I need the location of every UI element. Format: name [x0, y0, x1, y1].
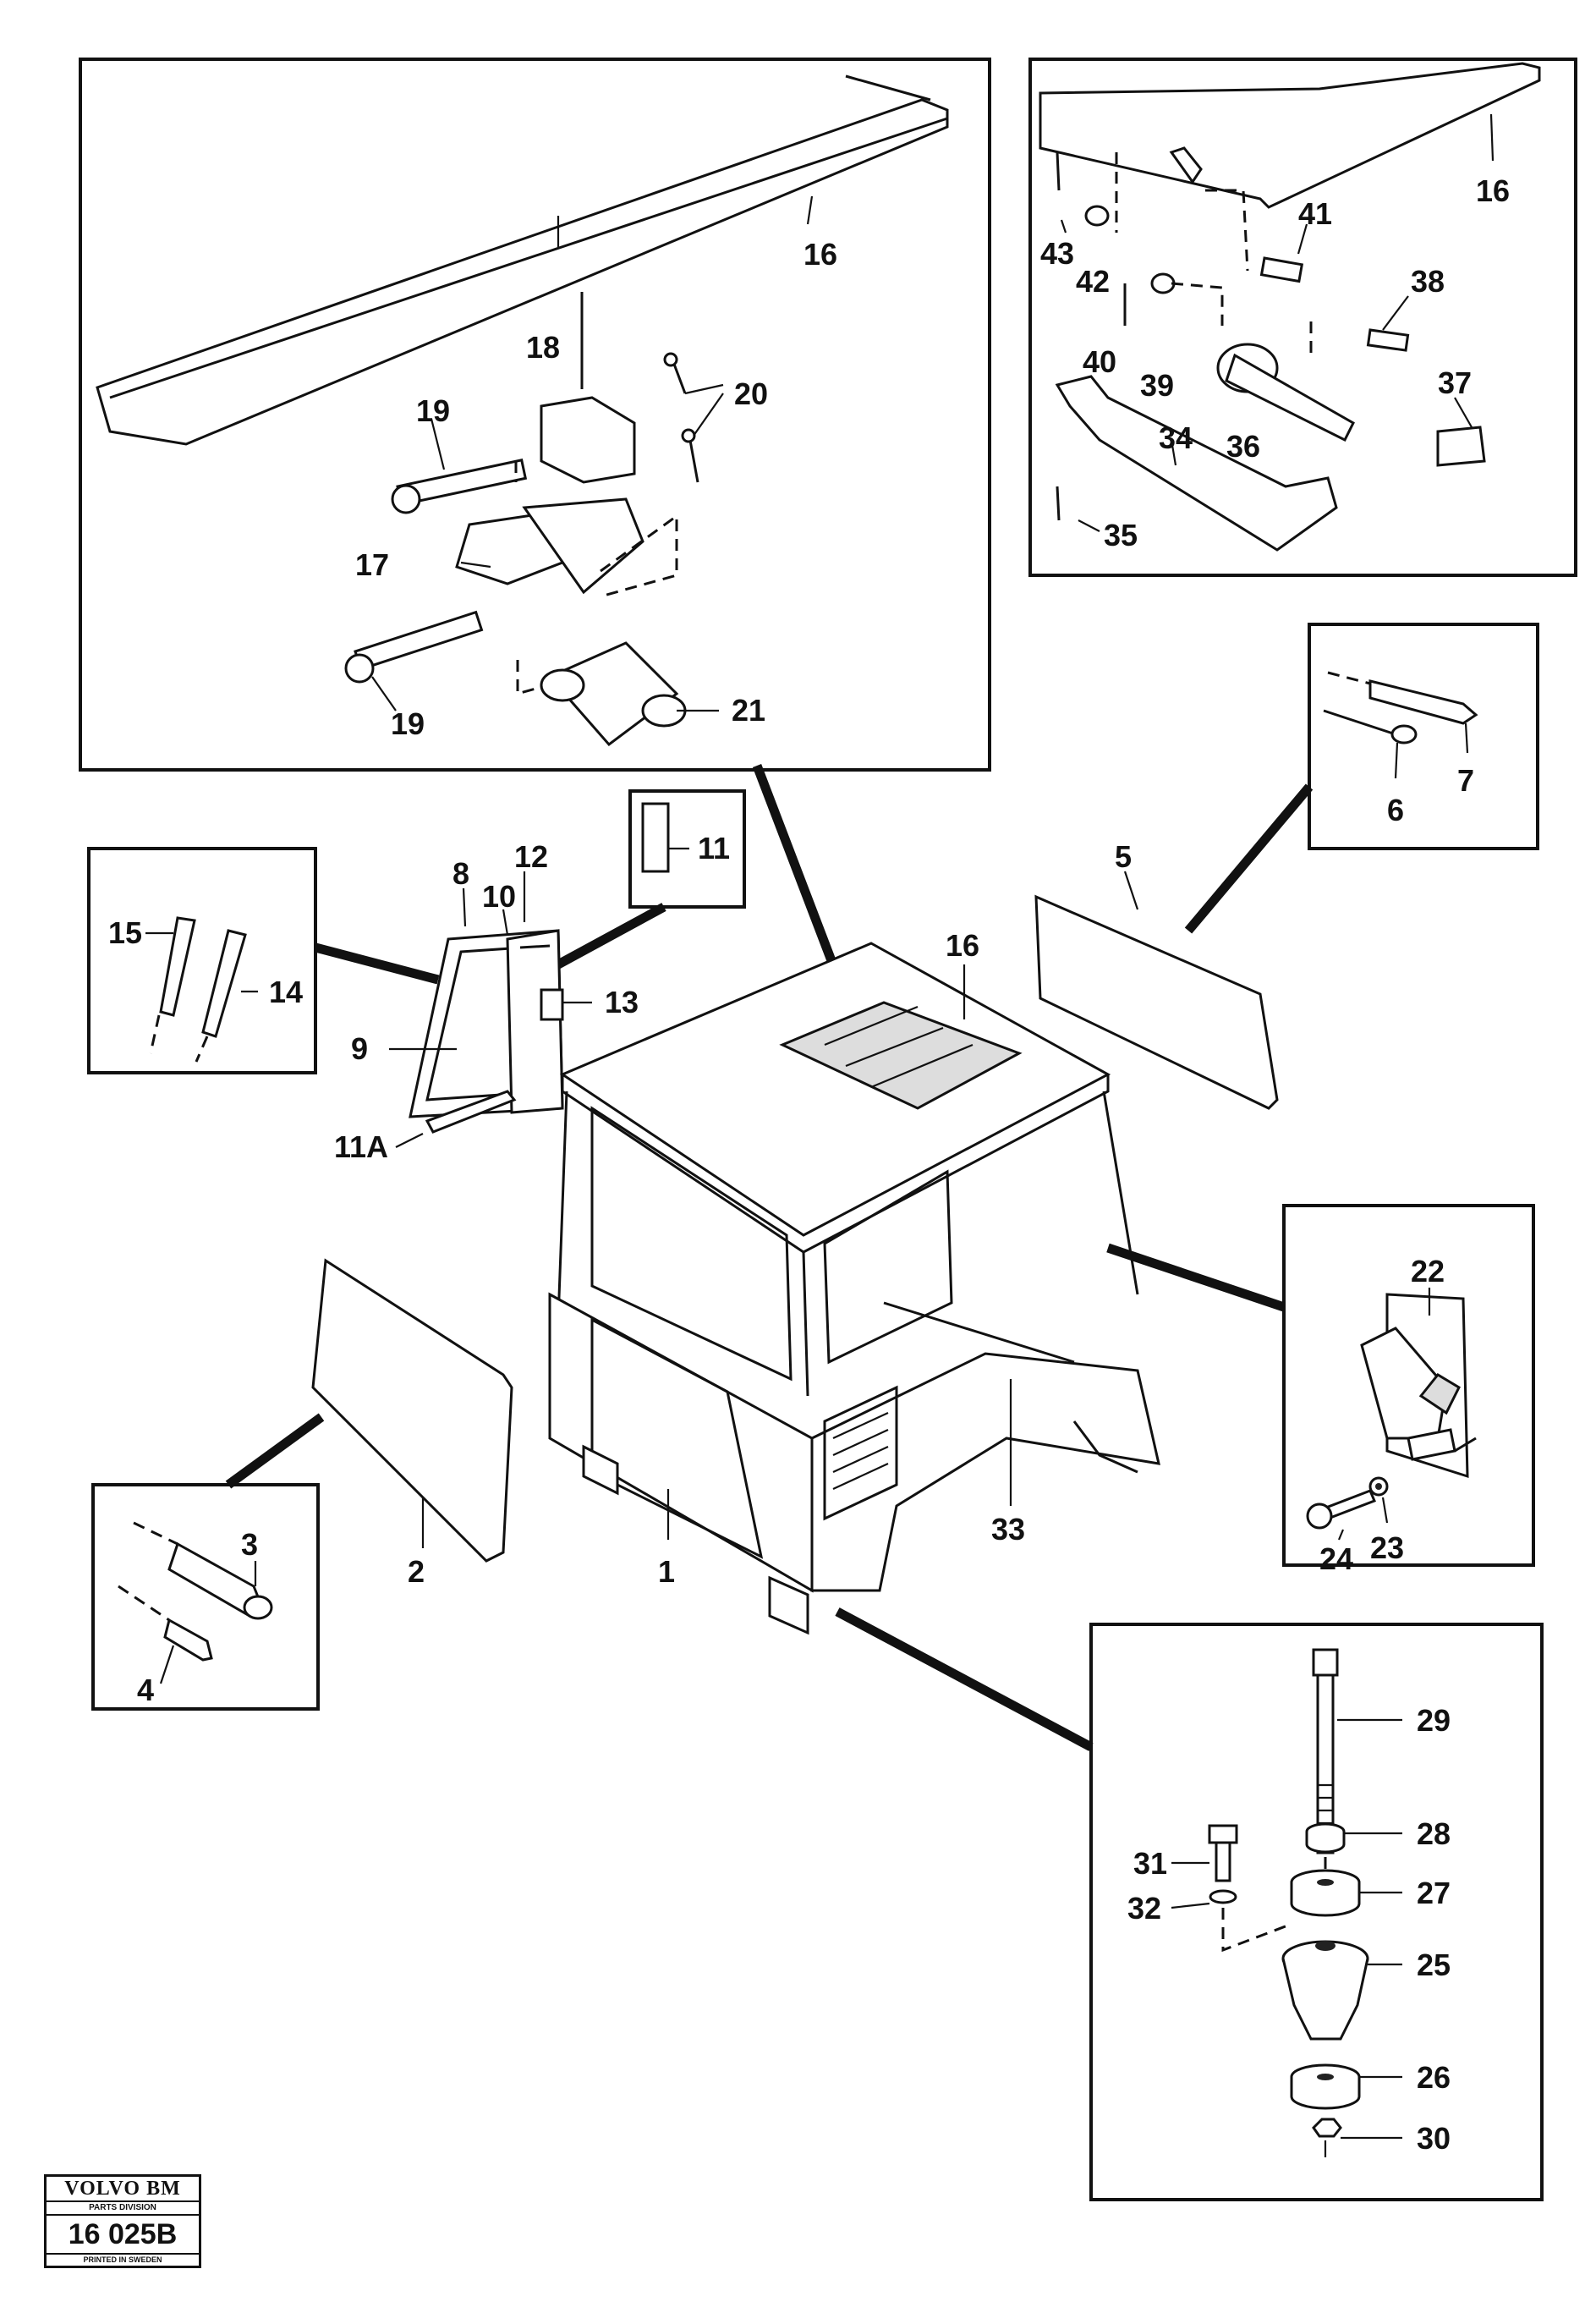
- callout-41: 41: [1298, 196, 1332, 231]
- cab-body: 16 1 33: [548, 928, 1160, 1635]
- callout-4: 4: [137, 1673, 154, 1707]
- detail-pointers: [225, 764, 1314, 1751]
- detail-side-seal: 3 4: [91, 1483, 320, 1711]
- callout-36: 36: [1226, 429, 1260, 464]
- callout-23: 23: [1370, 1530, 1404, 1565]
- callout-22: 22: [1411, 1254, 1445, 1288]
- callout-40: 40: [1083, 344, 1116, 379]
- callout-35: 35: [1104, 518, 1138, 552]
- callout-19-lower: 19: [391, 706, 425, 741]
- callout-16-hinge: 16: [1476, 173, 1510, 208]
- callout-2: 2: [408, 1554, 425, 1589]
- callout-11a: 11A: [334, 1129, 388, 1164]
- callout-1: 1: [658, 1554, 675, 1589]
- callout-21: 21: [732, 693, 765, 728]
- callout-11: 11: [698, 831, 730, 865]
- callout-37: 37: [1438, 365, 1472, 400]
- callout-30: 30: [1417, 2121, 1451, 2156]
- detail-window-seal: 7 6: [1308, 623, 1539, 850]
- callout-16-roof: 16: [803, 237, 837, 272]
- door-assembly: 8 12 10 13 9 11A: [334, 839, 639, 1164]
- callout-13: 13: [605, 985, 639, 1019]
- callout-32: 32: [1127, 1891, 1161, 1926]
- callout-15: 15: [108, 915, 142, 950]
- callout-16-cab: 16: [946, 928, 979, 963]
- detail-cab-mount: 29 28 27 25 26 30 31 32: [1089, 1623, 1544, 2201]
- callout-34: 34: [1159, 420, 1193, 455]
- callout-42: 42: [1076, 264, 1110, 299]
- callout-3: 3: [241, 1527, 258, 1562]
- callout-29: 29: [1417, 1703, 1451, 1738]
- callout-26: 26: [1417, 2060, 1451, 2095]
- callout-24: 24: [1319, 1541, 1353, 1576]
- side-windows: 2 5: [311, 839, 1279, 1589]
- callout-10: 10: [482, 879, 516, 914]
- callout-43: 43: [1040, 236, 1074, 271]
- detail-bracket: 22 23 24: [1282, 1204, 1535, 1576]
- detail-door-seal: 15 14: [87, 847, 317, 1074]
- callout-20: 20: [734, 376, 768, 411]
- volvo-bm-logo: VOLVO BM PARTS DIVISION 16 025B PRINTED …: [44, 2174, 201, 2268]
- logo-division: PARTS DIVISION: [47, 2202, 199, 2216]
- callout-28: 28: [1417, 1816, 1451, 1851]
- callout-12: 12: [514, 839, 548, 874]
- callout-14: 14: [269, 975, 303, 1009]
- callout-38: 38: [1411, 264, 1445, 299]
- callout-8: 8: [452, 856, 469, 891]
- callout-33: 33: [991, 1512, 1025, 1547]
- callout-19-upper: 19: [416, 393, 450, 428]
- logo-brand: VOLVO BM: [47, 2177, 199, 2202]
- callout-6: 6: [1387, 793, 1404, 827]
- callout-9: 9: [351, 1031, 368, 1066]
- callout-7: 7: [1457, 763, 1474, 798]
- callout-27: 27: [1417, 1876, 1451, 1910]
- callout-5: 5: [1115, 839, 1132, 874]
- detail-roof-hinge: 16 18 20 19 17 19 21: [79, 58, 991, 772]
- logo-printed: PRINTED IN SWEDEN: [83, 2255, 162, 2264]
- callout-39: 39: [1140, 368, 1174, 403]
- drawing-code: 16 025B: [47, 2216, 199, 2255]
- detail-catch: 11: [628, 789, 746, 909]
- detail-handle: 16 41 43 42 38 40 39 37 34 36 35: [1028, 58, 1577, 577]
- callout-31: 31: [1133, 1846, 1167, 1881]
- callout-17: 17: [355, 547, 389, 582]
- callout-25: 25: [1417, 1948, 1451, 1982]
- callout-18: 18: [526, 330, 560, 365]
